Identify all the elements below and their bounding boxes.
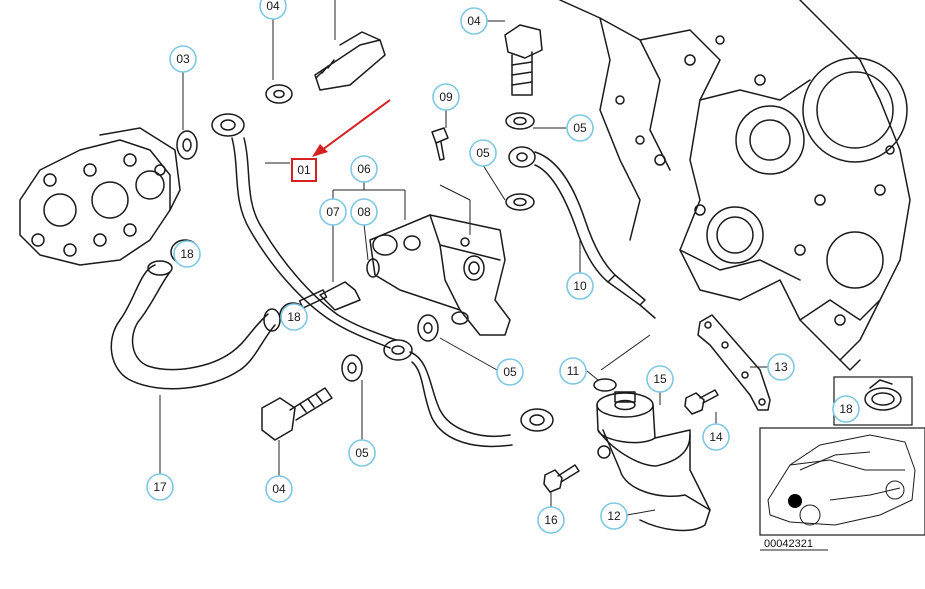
callout-18[interactable]: 18 xyxy=(173,240,201,268)
oil-reservoir xyxy=(596,391,711,532)
svg-text:05: 05 xyxy=(573,121,587,135)
washer-05-a xyxy=(505,112,535,130)
svg-text:04: 04 xyxy=(272,482,286,496)
callout-11[interactable]: 11 xyxy=(559,357,587,385)
steering-pump xyxy=(19,127,181,266)
svg-text:14: 14 xyxy=(709,430,723,444)
callout-05[interactable]: 05 xyxy=(566,114,594,142)
svg-text:05: 05 xyxy=(476,146,490,160)
callout-05[interactable]: 05 xyxy=(496,358,524,386)
o-ring-11 xyxy=(593,378,617,392)
washer-03-left xyxy=(176,130,198,160)
reference-number: 00042321 xyxy=(764,538,813,550)
washer-05-b xyxy=(505,193,535,211)
leader-lines xyxy=(159,0,768,516)
callout-15[interactable]: 15 xyxy=(646,365,674,393)
banjo-bolt-top xyxy=(314,31,386,91)
svg-text:03: 03 xyxy=(176,52,190,66)
callout-03[interactable]: 03 xyxy=(169,45,197,73)
vehicle-location-inset xyxy=(759,427,925,536)
union-fitting-07 xyxy=(298,281,361,311)
svg-text:13: 13 xyxy=(774,360,788,374)
return-hose-17 xyxy=(110,260,281,390)
svg-text:11: 11 xyxy=(567,364,580,378)
svg-text:18: 18 xyxy=(287,310,301,324)
callout-04[interactable]: 04 xyxy=(259,0,287,20)
callout-04[interactable]: 04 xyxy=(460,7,488,35)
pressure-hose-01[interactable] xyxy=(211,113,554,448)
washer-03-top xyxy=(265,84,293,104)
banjo-bolt-lower xyxy=(261,387,333,441)
callout-07[interactable]: 07 xyxy=(319,198,347,226)
distributor-block xyxy=(369,214,511,336)
callout-17[interactable]: 17 xyxy=(146,473,174,501)
svg-text:12: 12 xyxy=(607,509,621,523)
svg-text:04: 04 xyxy=(266,0,280,13)
callout-05[interactable]: 05 xyxy=(348,439,376,467)
svg-text:05: 05 xyxy=(503,365,517,379)
svg-text:17: 17 xyxy=(153,480,167,494)
seal-08 xyxy=(366,258,380,278)
callout-04[interactable]: 04 xyxy=(265,475,293,503)
callout-09[interactable]: 09 xyxy=(432,83,460,111)
banjo-bolt-right xyxy=(504,24,543,96)
svg-text:08: 08 xyxy=(357,205,371,219)
svg-text:01: 01 xyxy=(297,163,311,177)
svg-text:04: 04 xyxy=(467,14,481,28)
callout-16[interactable]: 16 xyxy=(537,506,565,534)
svg-text:15: 15 xyxy=(653,372,667,386)
svg-text:18: 18 xyxy=(839,402,853,416)
callout-bubbles: 04 03 03 04 09 05 05 06 07 08 18 xyxy=(146,0,860,534)
svg-text:07: 07 xyxy=(326,205,340,219)
callout-06[interactable]: 06 xyxy=(350,155,378,183)
callout-13[interactable]: 13 xyxy=(767,353,795,381)
bracket-13 xyxy=(697,314,771,411)
svg-text:09: 09 xyxy=(439,90,453,104)
svg-text:16: 16 xyxy=(544,513,558,527)
svg-text:10: 10 xyxy=(573,279,587,293)
callout-01-highlighted[interactable]: 01 xyxy=(291,158,317,182)
svg-text:06: 06 xyxy=(357,162,371,176)
callout-05[interactable]: 05 xyxy=(469,139,497,167)
svg-text:18: 18 xyxy=(180,247,194,261)
callout-14[interactable]: 14 xyxy=(702,423,730,451)
callout-12[interactable]: 12 xyxy=(600,502,628,530)
callout-18[interactable]: 18 xyxy=(832,395,860,423)
washer-05-c xyxy=(341,354,363,382)
engine-block xyxy=(559,0,911,371)
svg-text:05: 05 xyxy=(355,446,369,460)
bolt-16 xyxy=(543,464,580,493)
callout-10[interactable]: 10 xyxy=(566,272,594,300)
location-marker xyxy=(788,494,802,508)
washer-05-d xyxy=(417,314,439,342)
callout-08[interactable]: 08 xyxy=(350,198,378,226)
hose-10 xyxy=(508,146,656,319)
bolt-09 xyxy=(431,127,449,161)
highlight-arrow xyxy=(312,99,391,157)
bolt-14 xyxy=(684,389,719,415)
callout-18[interactable]: 18 xyxy=(280,303,308,331)
